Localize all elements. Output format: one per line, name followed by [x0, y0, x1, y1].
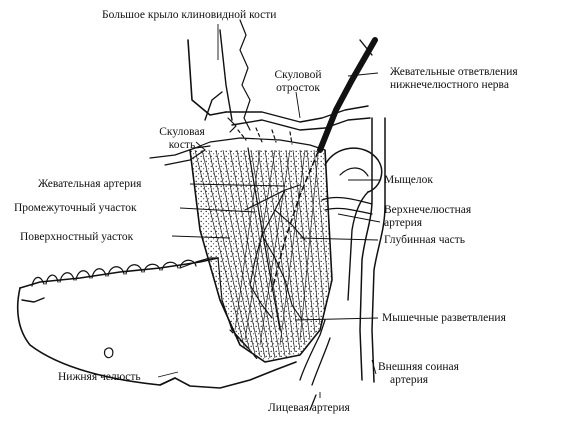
- masseter-muscle: [189, 127, 333, 363]
- label-zygomatic-process-2: отросток: [276, 82, 320, 94]
- label-greater-wing: Большое крыло клиновидной кости: [102, 9, 277, 21]
- label-masseteric-branches-1: Жевательные ответвления: [390, 66, 518, 78]
- leader-lines: [157, 24, 381, 398]
- label-zygomatic-bone-2: кость: [168, 139, 196, 151]
- masseteric-artery-branches: [244, 184, 306, 321]
- label-superficial-part: Поверхностный уасток: [20, 231, 134, 243]
- label-facial-artery: Лицевая артерия: [268, 402, 350, 414]
- carotid-vessels: [299, 117, 386, 411]
- label-zygomatic-process-1: Скуловой: [274, 69, 322, 81]
- label-deep-part: Глубинная часть: [384, 234, 465, 246]
- condyle-shape: [324, 147, 383, 301]
- label-maxillary-artery-1: Верхнечелюстная: [384, 204, 472, 216]
- label-external-carotid-2: артерия: [390, 374, 429, 386]
- label-mandible: Нижняя челюсть: [58, 371, 141, 383]
- label-condyle: Мыщелок: [384, 174, 433, 186]
- label-zygomatic-bone-1: Скуловая: [159, 126, 205, 138]
- label-intermediate-part: Промежуточный участок: [14, 202, 137, 214]
- label-masseteric-branches-2: нижнечелюстного нерва: [390, 79, 509, 91]
- label-maxillary-artery-2: артерия: [384, 217, 423, 229]
- label-masseteric-artery: Жевательная артерия: [38, 178, 142, 190]
- label-external-carotid-1: Внешняя соиная: [378, 361, 459, 373]
- label-muscle-branches: Мышечные разветвления: [382, 312, 506, 324]
- skull-outline: [149, 19, 373, 166]
